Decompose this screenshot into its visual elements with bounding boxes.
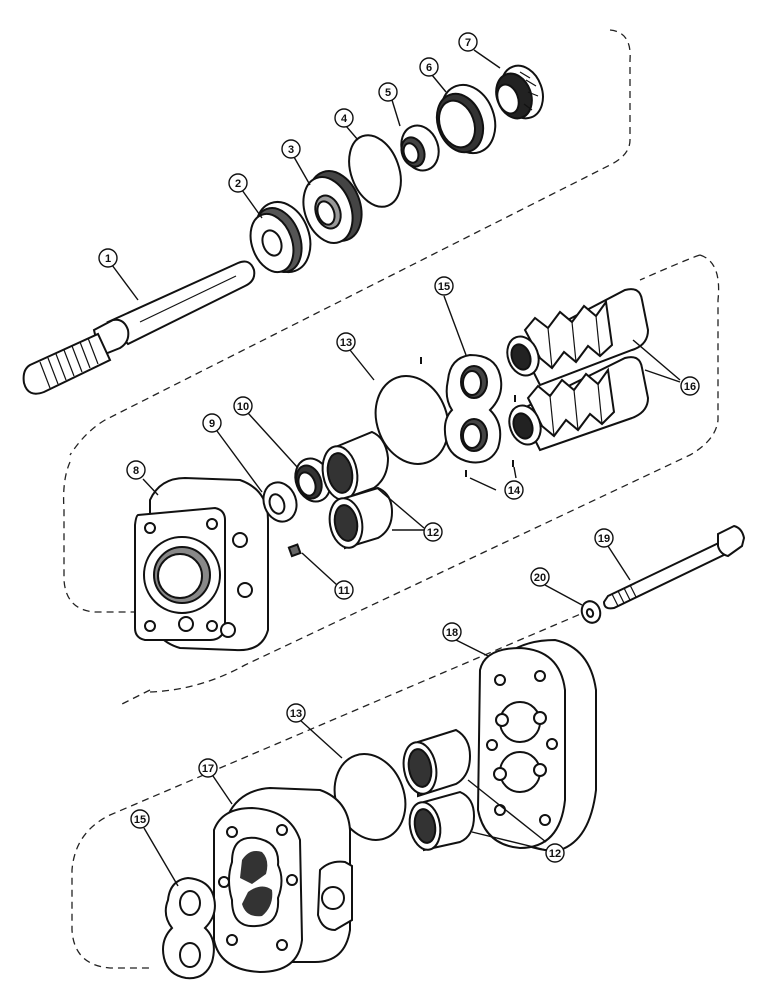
callout-4: 4: [334, 108, 354, 128]
svg-text:17: 17: [202, 763, 214, 775]
part-18-end-cover: [476, 638, 597, 851]
svg-text:9: 9: [209, 418, 215, 430]
group-outline-top: [69, 29, 631, 456]
part-15-wear-plate-lower: [162, 876, 216, 980]
callout-15-lower: 15: [130, 809, 150, 829]
callout-2: 2: [228, 173, 248, 193]
callout-12-upper: 12: [423, 522, 443, 542]
part-11-plug: [287, 543, 302, 558]
svg-text:1: 1: [105, 253, 111, 265]
svg-text:12: 12: [549, 848, 561, 860]
callout-1: 1: [98, 248, 118, 268]
svg-text:20: 20: [534, 572, 546, 584]
svg-text:8: 8: [133, 465, 139, 477]
svg-text:15: 15: [134, 814, 146, 826]
part-9-washer: [262, 481, 298, 523]
callout-20: 20: [530, 567, 550, 587]
part-5-bearing: [400, 124, 440, 172]
svg-text:2: 2: [235, 178, 241, 190]
group-outline-bottom: [71, 609, 591, 969]
part-16-gear-upper: [506, 288, 650, 387]
callout-11: 11: [334, 580, 354, 600]
callout-16: 16: [680, 376, 700, 396]
callout-10: 10: [233, 396, 253, 416]
svg-text:7: 7: [465, 37, 471, 49]
part-1-shaft: [22, 260, 256, 395]
svg-text:12: 12: [427, 527, 439, 539]
part-4-o-ring: [348, 134, 402, 208]
callout-19: 19: [594, 528, 614, 548]
part-12-bearing-upper-a: [321, 430, 390, 502]
svg-text:11: 11: [338, 585, 350, 597]
part-12-bearing-lower-b: [408, 790, 476, 852]
leader-lines: [111, 49, 681, 887]
part-19-bolt: [602, 524, 746, 610]
part-2-seal-plate: [249, 201, 312, 274]
callout-18: 18: [442, 622, 462, 642]
callout-7: 7: [458, 32, 478, 52]
svg-text:15: 15: [438, 281, 450, 293]
callout-15-upper: 15: [434, 276, 454, 296]
part-20-washer: [580, 600, 602, 624]
svg-text:14: 14: [508, 485, 521, 497]
callout-14: 14: [504, 480, 524, 500]
svg-text:19: 19: [598, 533, 610, 545]
svg-text:4: 4: [341, 113, 348, 125]
callout-13-lower: 13: [286, 703, 306, 723]
part-13-o-ring-upper: [374, 375, 450, 465]
callout-17: 17: [198, 758, 218, 778]
part-17-gear-housing: [213, 786, 353, 974]
svg-text:16: 16: [684, 381, 696, 393]
group-outline-middle: [62, 254, 720, 693]
callout-5: 5: [378, 82, 398, 102]
part-12-bearing-lower-a: [402, 728, 472, 798]
svg-text:3: 3: [288, 144, 294, 156]
svg-text:5: 5: [385, 87, 391, 99]
callout-12-lower: 12: [545, 843, 565, 863]
part-8-mounting-flange: [134, 476, 269, 652]
part-16-gear-lower: [508, 356, 650, 452]
part-7-bearing-cone: [495, 64, 544, 120]
svg-text:6: 6: [426, 62, 432, 74]
svg-text:13: 13: [340, 337, 352, 349]
svg-text:10: 10: [237, 401, 249, 413]
part-6-bearing-cup: [435, 83, 497, 155]
callout-8: 8: [126, 460, 146, 480]
part-12-bearing-upper-b: [328, 486, 394, 550]
callout-3: 3: [281, 139, 301, 159]
part-14-dowel-pins: [420, 357, 516, 477]
callouts: 1 2 3 4 5 6 7 8 9 10 11 12 12 13 13 14 1…: [98, 32, 700, 863]
part-3-retainer: [302, 170, 363, 244]
svg-text:18: 18: [446, 627, 458, 639]
svg-text:13: 13: [290, 708, 302, 720]
callout-6: 6: [419, 57, 439, 77]
callout-13-upper: 13: [336, 332, 356, 352]
part-15-wear-plate-upper: [443, 353, 503, 464]
callout-9: 9: [202, 413, 222, 433]
